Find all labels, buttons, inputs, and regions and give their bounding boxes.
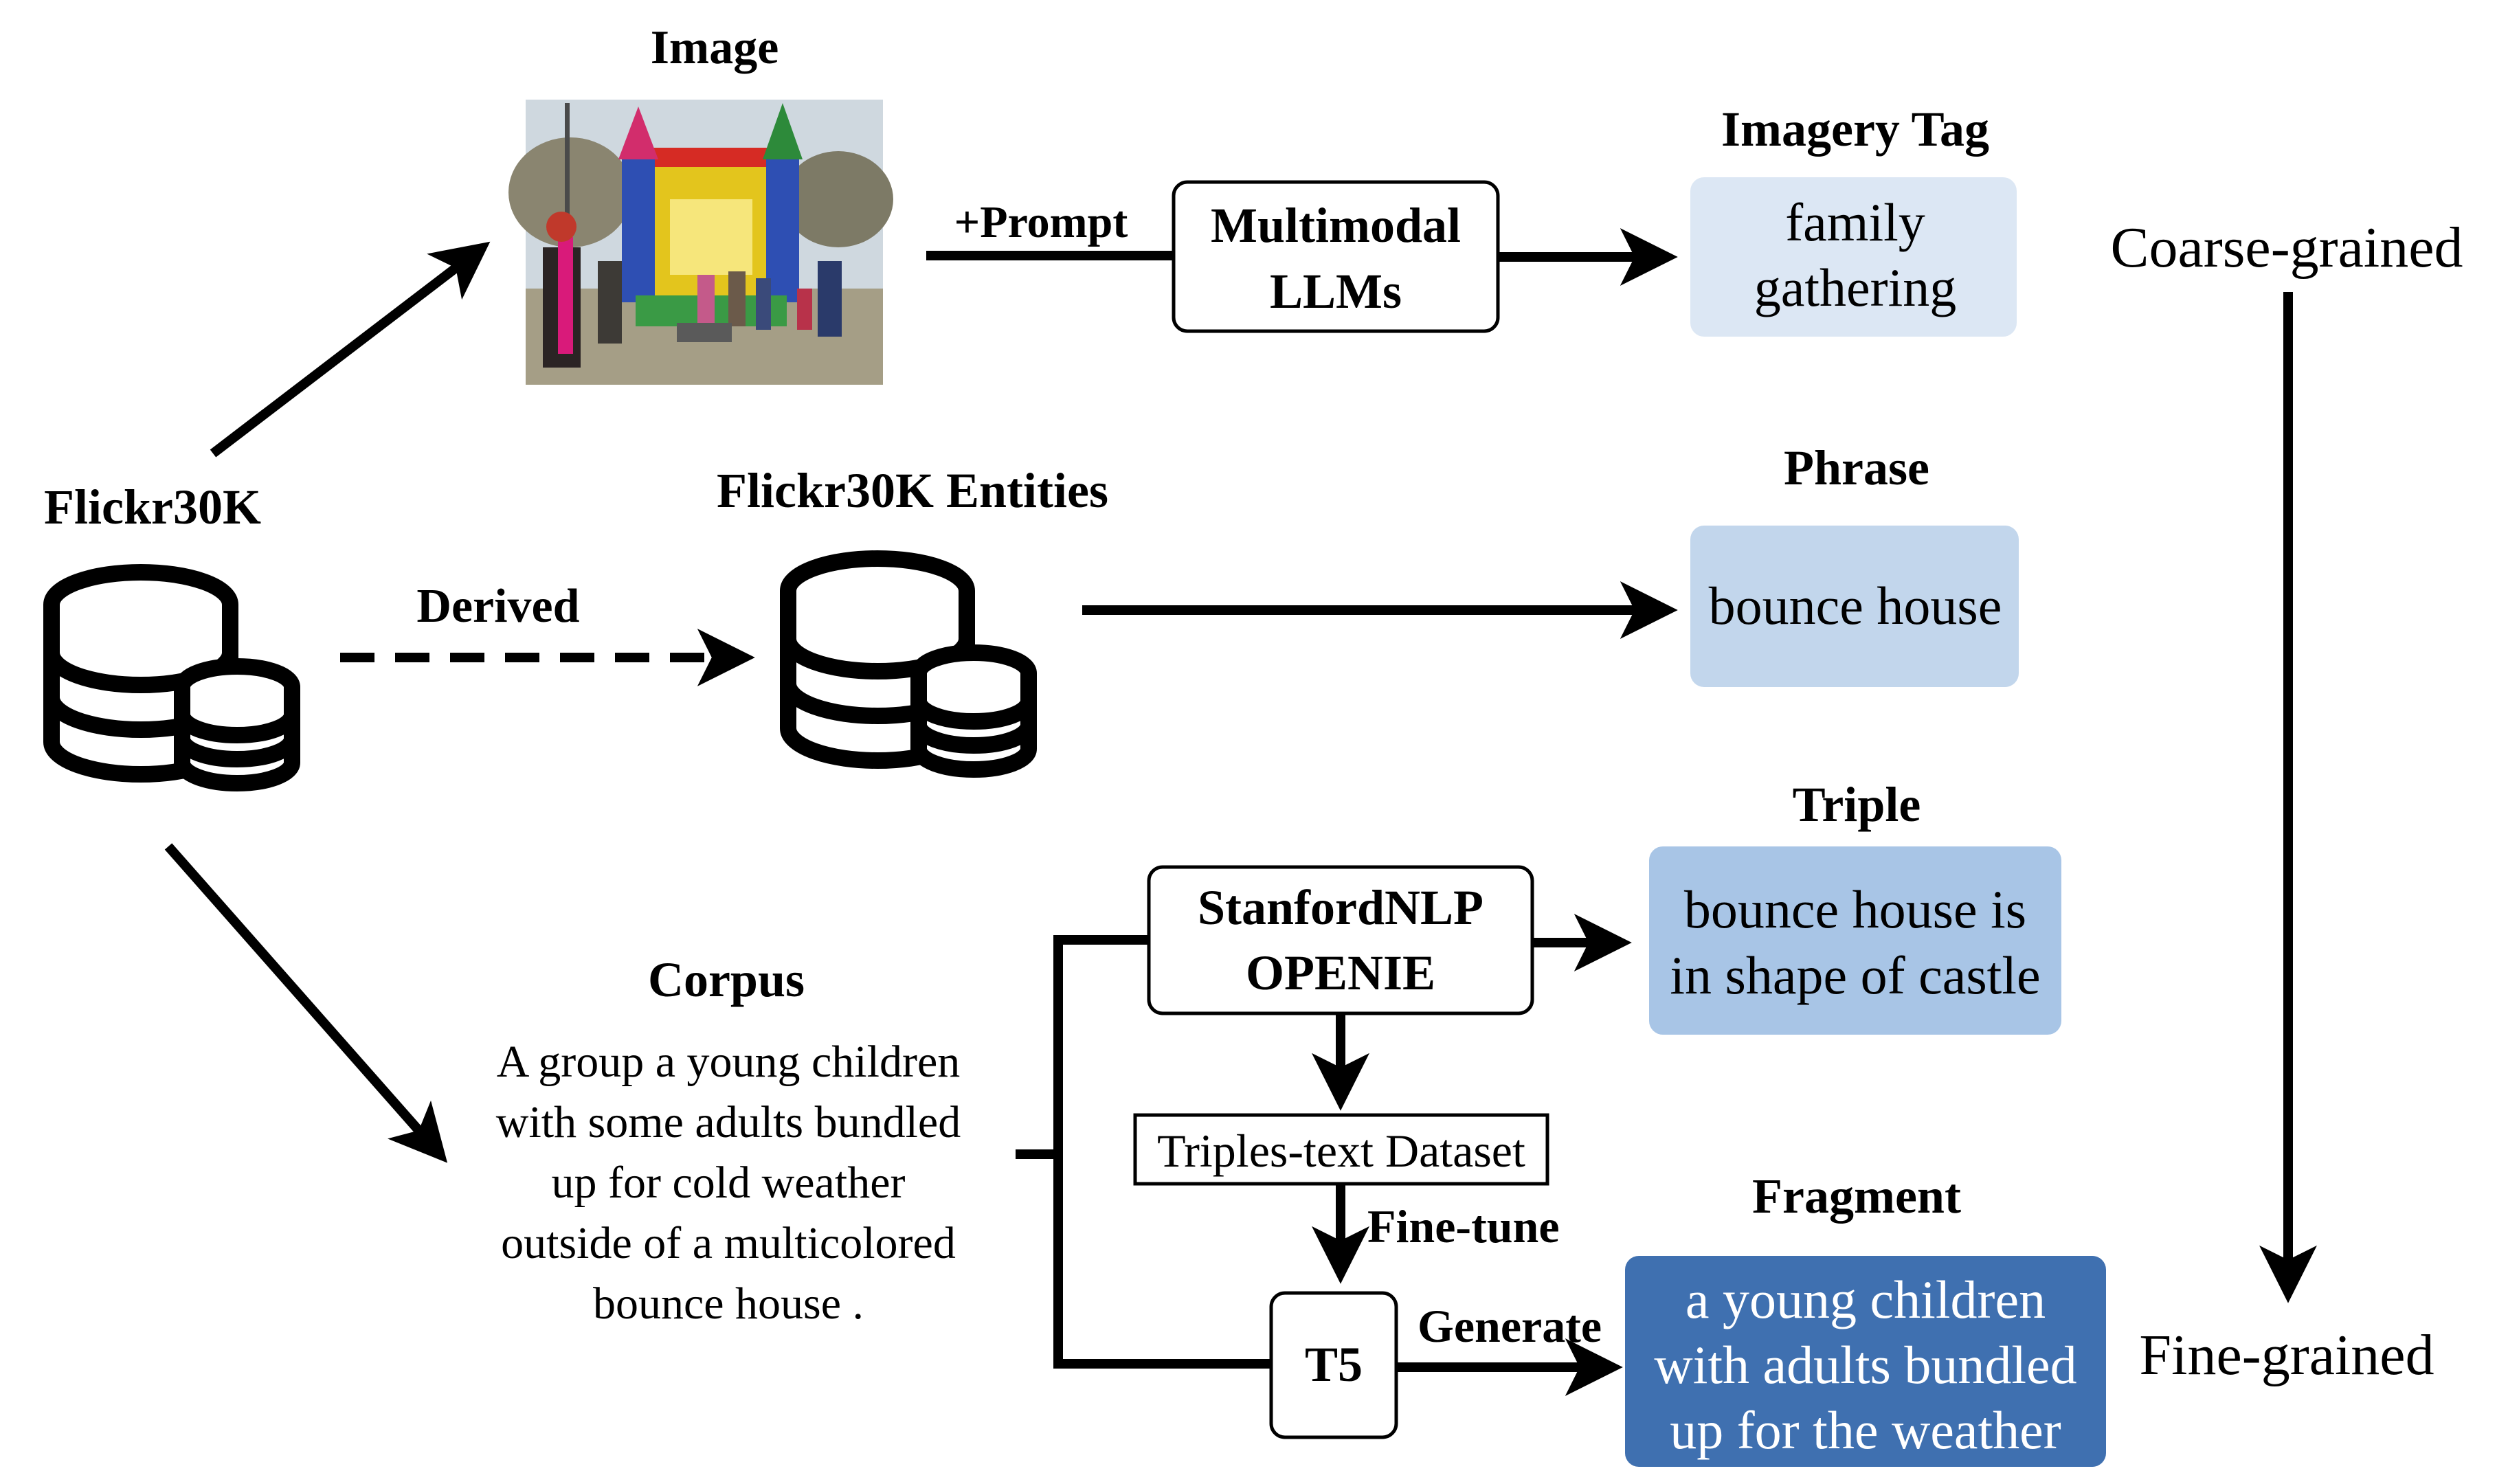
photo-thumbnail bbox=[508, 100, 893, 385]
image-title: Image bbox=[651, 21, 779, 74]
phrase-title: Phrase bbox=[1784, 440, 1929, 495]
multimodal-llms-line2: LLMs bbox=[1270, 264, 1402, 319]
multimodal-llms-line1: Multimodal bbox=[1211, 198, 1461, 253]
prompt-label: +Prompt bbox=[954, 197, 1128, 247]
stanford-line1: StanfordNLP bbox=[1198, 880, 1483, 935]
entities-title: Flickr30K Entities bbox=[717, 463, 1108, 518]
generate-label: Generate bbox=[1418, 1300, 1602, 1352]
fragment-line1: a young children bbox=[1686, 1270, 2046, 1329]
entities-database-icon bbox=[780, 550, 1037, 778]
triple-title: Triple bbox=[1793, 777, 1921, 832]
triples-dataset-label: Triples-text Dataset bbox=[1157, 1125, 1525, 1177]
corpus-line-2: with some adults bundled bbox=[496, 1097, 961, 1147]
corpus-text: A group a young children with some adult… bbox=[496, 1037, 961, 1329]
flickr30k-title: Flickr30K bbox=[44, 480, 261, 535]
phrase-line1: bounce house bbox=[1709, 576, 2002, 636]
fragment-box bbox=[1625, 1256, 2106, 1467]
flickr-to-image-arrow bbox=[210, 241, 491, 458]
flickr-to-corpus-arrow bbox=[164, 843, 448, 1163]
fragment-line3: up for the weather bbox=[1670, 1400, 2061, 1460]
corpus-title: Corpus bbox=[648, 952, 805, 1007]
triples-dataset-box bbox=[1133, 1113, 1549, 1186]
flickr30k-database-icon bbox=[43, 564, 300, 791]
coarse-grained-label: Coarse-grained bbox=[2110, 216, 2463, 280]
imagery-tag-line1: family bbox=[1785, 192, 1925, 252]
triple-line2: in shape of castle bbox=[1670, 945, 2040, 1005]
corpus-line-3: up for cold weather bbox=[552, 1158, 906, 1208]
t5-label: T5 bbox=[1305, 1337, 1363, 1392]
imagery-tag-title: Imagery Tag bbox=[1721, 102, 1989, 157]
corpus-line-1: A group a young children bbox=[497, 1037, 961, 1087]
fragment-line2: with adults bundled bbox=[1654, 1335, 2076, 1395]
fine-tune-label: Fine-tune bbox=[1367, 1200, 1560, 1252]
corpus-bracket-connector bbox=[1016, 935, 1271, 1369]
corpus-line-4: outside of a multicolored bbox=[501, 1218, 956, 1268]
triple-box bbox=[1649, 846, 2061, 1035]
corpus-line-5: bounce house . bbox=[593, 1279, 864, 1329]
imagery-tag-line2: gathering bbox=[1754, 258, 1957, 317]
fine-grained-label: Fine-grained bbox=[2139, 1323, 2434, 1387]
phrase-box bbox=[1690, 526, 2019, 687]
stanford-line2: OPENIE bbox=[1246, 945, 1435, 1000]
fragment-title: Fragment bbox=[1752, 1169, 1961, 1224]
triple-line1: bounce house is bbox=[1684, 879, 2026, 939]
derived-label: Derived bbox=[416, 580, 579, 633]
imagery-tag-box bbox=[1690, 177, 2017, 337]
